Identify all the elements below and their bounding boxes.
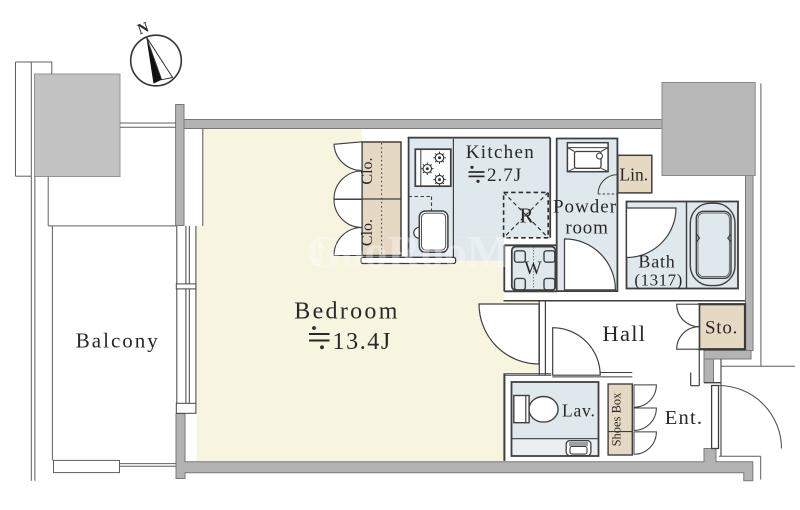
- svg-text:Kitchen: Kitchen: [466, 142, 535, 163]
- svg-text:Lin.: Lin.: [619, 165, 648, 185]
- svg-text:Clo.: Clo.: [359, 157, 376, 184]
- svg-text:2.7J: 2.7J: [487, 165, 522, 186]
- svg-text:Hall: Hall: [602, 321, 646, 346]
- svg-text:Lav.: Lav.: [562, 401, 596, 421]
- svg-text:13.4J: 13.4J: [333, 329, 392, 355]
- svg-text:Sto.: Sto.: [705, 318, 738, 339]
- svg-text:(1317): (1317): [634, 271, 682, 290]
- svg-text:W: W: [524, 259, 542, 279]
- svg-text:Ent.: Ent.: [665, 407, 703, 429]
- svg-text:N: N: [136, 20, 152, 39]
- svg-text:GooRooM: GooRooM: [306, 226, 510, 277]
- svg-text:Bedroom: Bedroom: [294, 299, 399, 325]
- svg-text:Clo.: Clo.: [359, 219, 376, 246]
- svg-text:Powder: Powder: [553, 197, 617, 218]
- svg-text:Bath: Bath: [638, 252, 675, 272]
- svg-text:room: room: [565, 218, 608, 239]
- svg-text:Balcony: Balcony: [76, 329, 160, 353]
- svg-text:Shoes Box: Shoes Box: [609, 392, 623, 447]
- svg-text:R: R: [519, 204, 533, 228]
